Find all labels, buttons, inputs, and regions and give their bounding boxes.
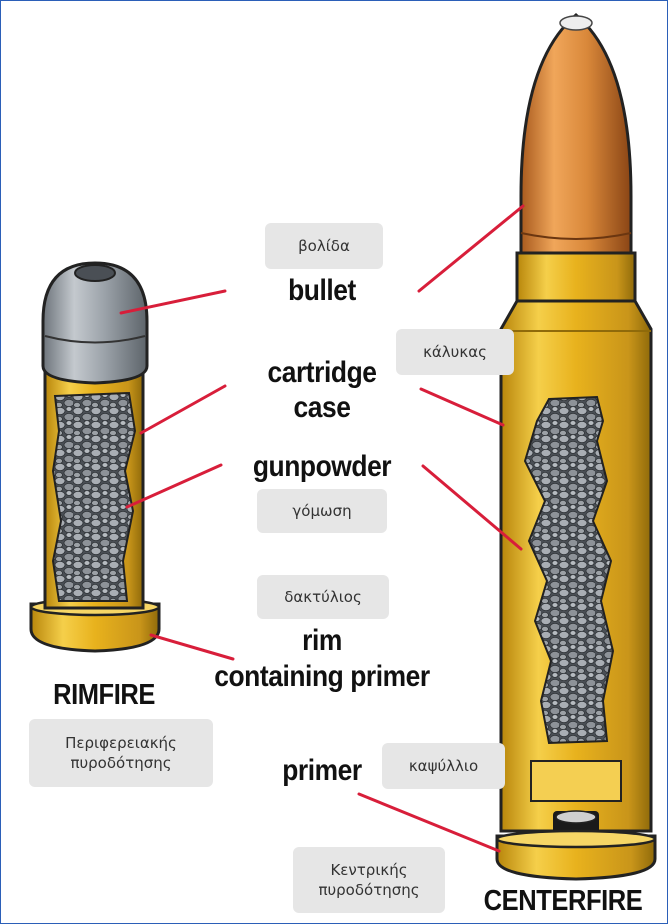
leader-case-rimfire [141, 386, 225, 433]
leader-rim [151, 635, 233, 659]
translation-centerfire: Κεντρικής πυροδότησης [293, 847, 445, 913]
translation-rimfire-line1: Περιφερειακής [65, 733, 177, 753]
title-rimfire: RIMFIRE [29, 679, 179, 711]
translation-primer: καψύλλιο [382, 743, 505, 789]
leader-case-centerfire [421, 389, 503, 425]
leader-primer [359, 794, 499, 851]
label-primer: primer [265, 755, 379, 787]
leader-bullet-centerfire [419, 206, 523, 291]
translation-rimfire-line2: πυροδότησης [70, 753, 171, 773]
label-cartridge: cartridge [238, 357, 405, 389]
translation-rim: δακτύλιος [257, 575, 389, 619]
translation-centerfire-line2: πυροδότησης [318, 880, 419, 900]
centerfire-cartridge [497, 15, 655, 879]
translation-case: κάλυκας [396, 329, 514, 375]
label-containing-primer: containing primer [194, 661, 449, 693]
label-rim: rim [256, 625, 388, 657]
label-gunpowder: gunpowder [230, 451, 415, 483]
label-bullet: bullet [256, 275, 388, 307]
translation-bullet: βολίδα [265, 223, 383, 269]
label-case: case [256, 392, 388, 424]
rimfire-cartridge [31, 263, 159, 651]
translation-centerfire-line1: Κεντρικής [330, 860, 407, 880]
title-centerfire: CENTERFIRE [475, 885, 651, 917]
translation-rimfire: Περιφερειακής πυροδότησης [29, 719, 213, 787]
translation-gunpowder: γόμωση [257, 489, 387, 533]
